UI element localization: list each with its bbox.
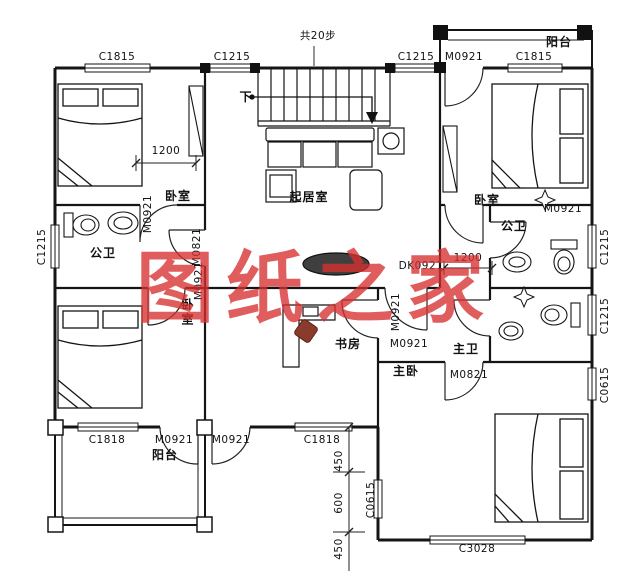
bed-top-right: [491, 83, 589, 189]
door-label-m0821-master: M0821: [449, 368, 489, 381]
toilet-right: [550, 239, 578, 275]
living-room-label: 起居室: [289, 190, 329, 204]
bedroom-top-right-label: 卧室: [473, 193, 501, 207]
sofa-set: [265, 127, 375, 203]
master-bath-label: 主卫: [452, 342, 480, 356]
coffee-table: [349, 169, 383, 211]
dim-1200-top-left: [131, 155, 201, 171]
study-label: 书房: [334, 337, 362, 351]
window-label-c1815-top-right: C1815: [515, 50, 553, 63]
balcony-bottom-left-rail: [54, 427, 206, 526]
door-label-m0921-balcony-2: M0921: [211, 433, 251, 446]
window-label-c1215-top-1: C1215: [213, 50, 251, 63]
dim-1200-center: [439, 261, 497, 275]
window-label-c3028: C3028: [458, 542, 496, 555]
bed-bottom-left: [57, 305, 143, 409]
door-label-m0921-balcony-1: M0921: [154, 433, 194, 446]
door-label-m0921-bedroom-tr: M0921: [543, 202, 583, 215]
exterior-walls: [53, 66, 594, 542]
toilet-master: [540, 302, 581, 328]
window-label-c0615-right: C0615: [598, 366, 611, 404]
public-bath-left-label: 公卫: [89, 246, 117, 260]
sink-right: [502, 251, 532, 273]
sink-left: [107, 211, 139, 235]
wardrobe-top-right: [442, 125, 458, 193]
balcony-top-label: 阳台: [545, 35, 573, 49]
structural-columns-black: [200, 25, 592, 73]
desk-chair: [294, 319, 318, 343]
window-label-c1815-top-left: C1815: [98, 50, 136, 63]
wardrobe-top-left: [188, 85, 204, 157]
dim-chain-bottom: [333, 422, 365, 571]
door-label-dk0921: DK0921: [398, 259, 444, 272]
stair-direction-arrow: [249, 46, 378, 124]
balcony-bottom-label: 阳台: [151, 448, 179, 462]
master-bedroom-label: 主卧: [392, 364, 420, 378]
dim-label-450-a: 450: [332, 450, 345, 472]
desk: [282, 304, 336, 368]
window-label-c1818-bottom-left: C1818: [88, 433, 126, 446]
window-label-c1215-right-2: C1215: [598, 297, 611, 335]
stairs-steps-note: 共20步: [299, 29, 337, 42]
door-label-m0921-top: M0921: [444, 50, 484, 63]
bed-top-left: [57, 83, 143, 187]
window-label-c1215-top-2: C1215: [397, 50, 435, 63]
public-bath-right-label: 公卫: [500, 219, 528, 233]
dim-label-1200-b: 1200: [453, 251, 483, 264]
vent-icon-1: [533, 188, 557, 212]
balcony-pillars-white: [47, 419, 213, 533]
side-table: [377, 127, 405, 155]
dining-table: [302, 252, 370, 276]
bedroom-bottom-left-label: 卧室: [180, 298, 194, 328]
window-label-c1818-bottom-center: C1818: [303, 433, 341, 446]
watermark-text: 图纸之家: [135, 244, 497, 334]
sink-master: [498, 321, 524, 341]
toilet-left: [63, 212, 100, 238]
stairs-down-label: 下: [239, 90, 253, 104]
dim-label-600: 600: [332, 492, 345, 514]
window-label-c1215-left: C1215: [35, 228, 48, 266]
bedroom-top-left-label: 卧室: [164, 189, 192, 203]
dim-label-450-b: 450: [332, 538, 345, 560]
bed-master: [494, 413, 589, 523]
vent-icon-2: [512, 285, 536, 309]
door-label-m0921-hall: M0921: [389, 337, 429, 350]
doors: [139, 67, 527, 465]
interior-walls: [55, 68, 592, 427]
window-label-c0615-center: C0615: [364, 481, 377, 519]
window-label-c1215-right-1: C1215: [598, 228, 611, 266]
dim-label-1200-a: 1200: [151, 144, 181, 157]
